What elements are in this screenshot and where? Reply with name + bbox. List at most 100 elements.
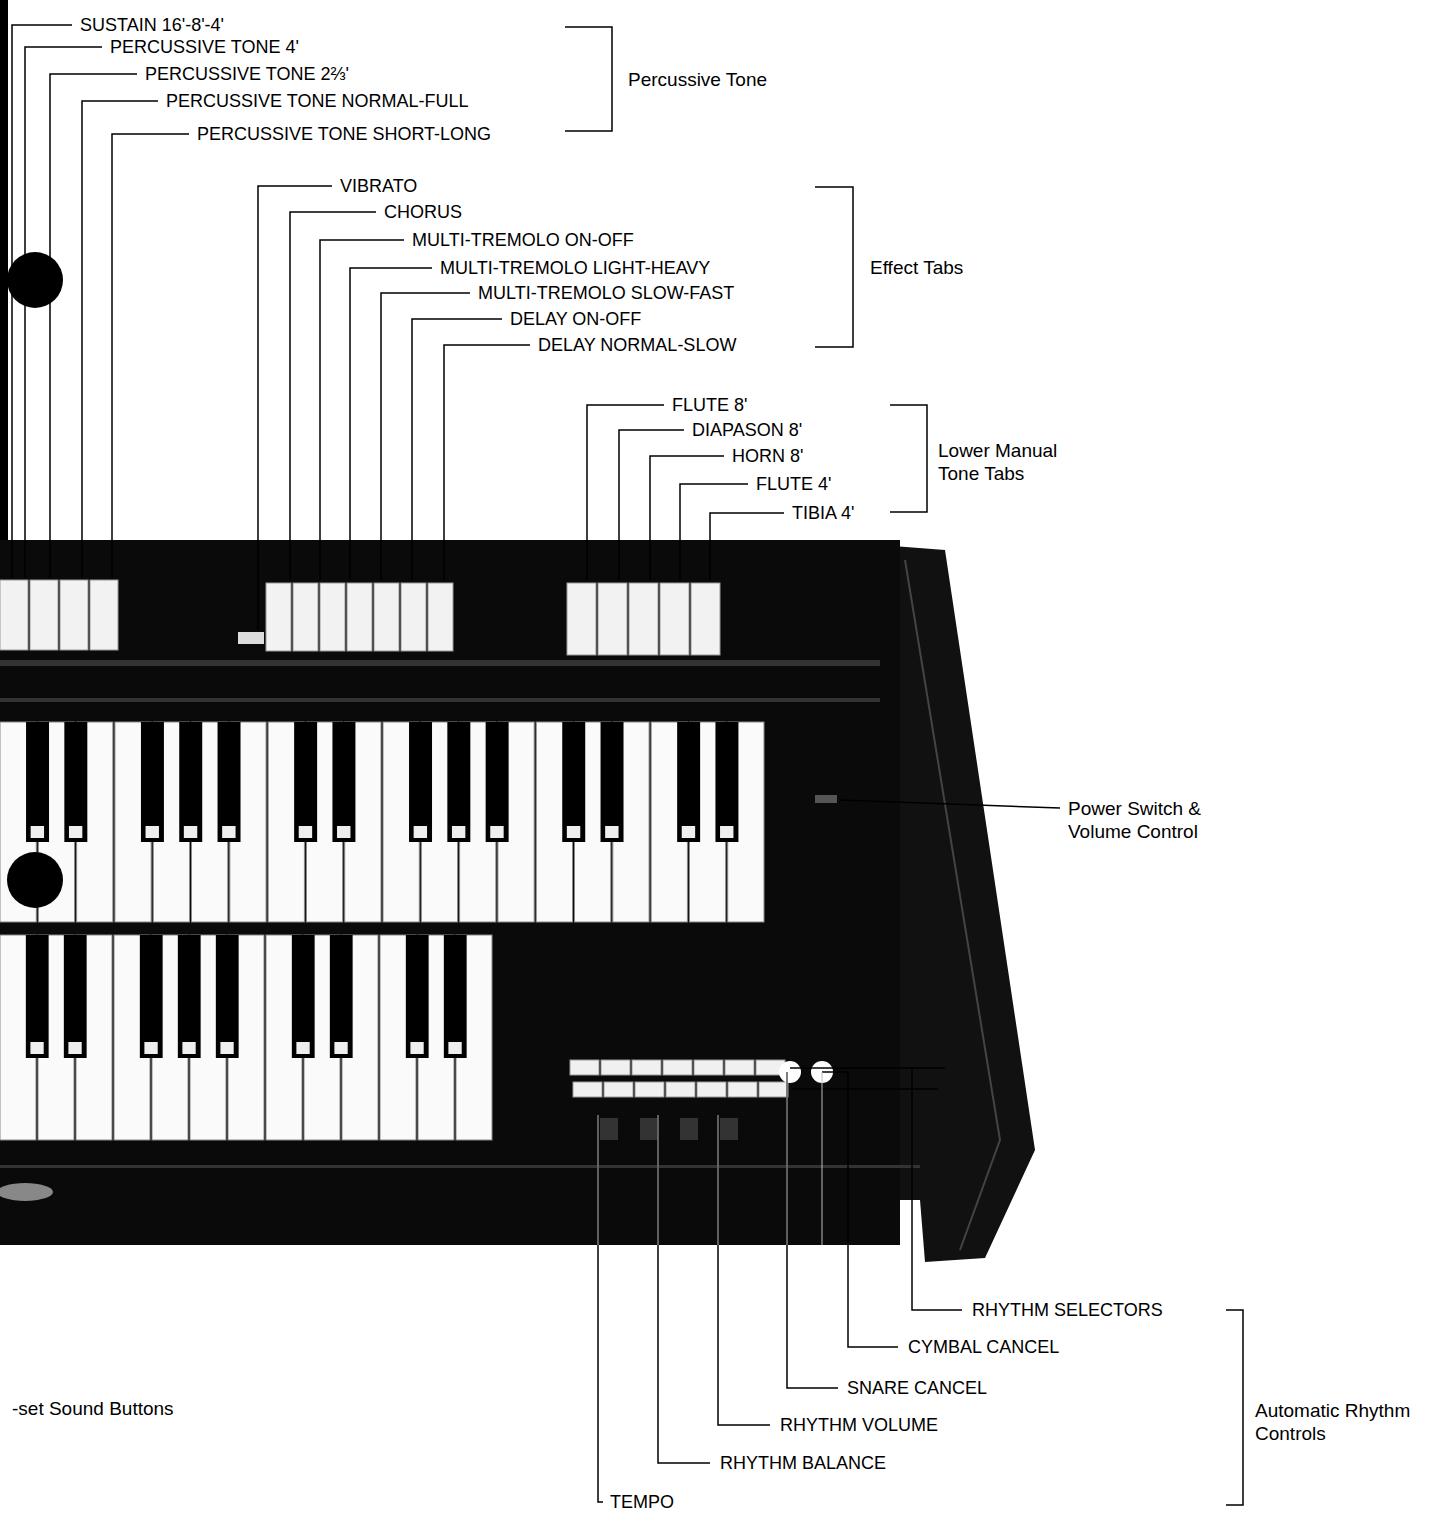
lower-key-shine (334, 1042, 347, 1054)
group-label: Lower Manual Tone Tabs (938, 439, 1088, 485)
control-label: CHORUS (384, 201, 462, 223)
bracket (565, 27, 612, 131)
lower-key-shine (30, 1042, 43, 1054)
leader-line (12, 25, 72, 578)
control-label: MULTI-TREMOLO SLOW-FAST (478, 282, 734, 304)
leader-line (619, 430, 684, 580)
group-label: -set Sound Buttons (12, 1397, 174, 1420)
control-label: PERCUSSIVE TONE 2⅔' (145, 63, 349, 85)
upper-black-key (179, 722, 202, 842)
leader-line (718, 1115, 719, 1245)
lower-black-key (216, 935, 239, 1058)
control-label: PERCUSSIVE TONE NORMAL-FULL (166, 90, 468, 112)
lower-key-shine (296, 1042, 309, 1054)
upper-key-shine (299, 826, 312, 838)
snare-cancel-button (779, 1061, 801, 1083)
group-label: Effect Tabs (870, 256, 963, 279)
bracket (815, 187, 853, 347)
lower-black-key (26, 935, 49, 1058)
upper-key-shine (567, 826, 580, 838)
rhythm-slider (720, 1118, 738, 1140)
control-label: VIBRATO (340, 175, 417, 197)
lower-key-shine (68, 1042, 81, 1054)
lower-black-key (64, 935, 87, 1058)
control-label: DELAY ON-OFF (510, 308, 641, 330)
rhythm-panel (570, 1060, 833, 1140)
upper-key-shine (452, 826, 465, 838)
upper-key-shine (720, 826, 733, 838)
leader-line (444, 345, 530, 580)
leader-line (381, 293, 470, 580)
tone-tab (629, 583, 658, 655)
upper-black-key (601, 722, 624, 842)
rhythm-selector-button (663, 1060, 692, 1075)
rhythm-selector-button (632, 1060, 661, 1075)
cabinet-side-edge (905, 560, 1000, 1250)
tone-tab (567, 583, 596, 655)
upper-black-key (715, 722, 738, 842)
percussive-tab (0, 580, 28, 650)
leader-line (290, 212, 376, 580)
rhythm-slider (600, 1118, 618, 1140)
leader-lines (12, 25, 1243, 1505)
upper-black-key (332, 722, 355, 842)
leader-line (787, 1072, 838, 1388)
leader-line (680, 484, 748, 580)
upper-key-shine (184, 826, 197, 838)
rhythm-selector-button (601, 1060, 630, 1075)
binding-dot (7, 852, 63, 908)
upper-black-key (677, 722, 700, 842)
rhythm-selector-button (697, 1082, 726, 1097)
cabinet-side (880, 545, 1035, 1262)
expression-knob (0, 1183, 53, 1201)
keyboards (0, 722, 764, 1140)
lower-key-shine (448, 1042, 461, 1054)
rhythm-slider (640, 1118, 658, 1140)
control-label: DIAPASON 8' (692, 419, 802, 441)
leader-line (258, 186, 332, 630)
upper-black-key (64, 722, 87, 842)
upper-key-shine (682, 826, 695, 838)
lower-key-shine (220, 1042, 233, 1054)
effect-tab (374, 583, 399, 651)
effect-tab (428, 583, 453, 651)
upper-key-shine (222, 826, 235, 838)
rhythm-selector-button (573, 1082, 602, 1097)
upper-black-key (294, 722, 317, 842)
upper-black-key (26, 722, 49, 842)
lower-black-key (292, 935, 315, 1058)
leader-line (112, 134, 189, 578)
leader-line (25, 47, 102, 578)
effect-tab (320, 583, 345, 651)
lower-black-key (140, 935, 163, 1058)
rhythm-selector-button (694, 1060, 723, 1075)
control-label: MULTI-TREMOLO ON-OFF (412, 229, 634, 251)
leader-line (658, 1115, 710, 1463)
leader-line (822, 1072, 823, 1245)
leader-line (82, 101, 158, 578)
leader-line (912, 1068, 962, 1310)
leader-line (50, 74, 137, 578)
leader-line (598, 1115, 599, 1245)
rhythm-slider (680, 1118, 698, 1140)
rhythm-selector-button (725, 1060, 754, 1075)
rhythm-selector-button (666, 1082, 695, 1097)
leader-line (650, 456, 724, 580)
lower-key-shine (144, 1042, 157, 1054)
control-label: FLUTE 8' (672, 394, 747, 416)
vibrato-tab (238, 632, 264, 644)
group-label: Power Switch & Volume Control (1068, 797, 1243, 843)
power-switch (815, 795, 837, 803)
tone-tab (691, 583, 720, 655)
effect-tab (347, 583, 372, 651)
percussive-tab (30, 580, 58, 650)
leader-line (587, 405, 664, 580)
leader-line (710, 513, 784, 580)
percussive-tab (90, 580, 118, 650)
upper-black-key (141, 722, 164, 842)
percussive-tab (60, 580, 88, 650)
effect-tab (266, 583, 291, 651)
tab-rail-lower (0, 698, 880, 702)
console-panel (0, 540, 900, 1245)
